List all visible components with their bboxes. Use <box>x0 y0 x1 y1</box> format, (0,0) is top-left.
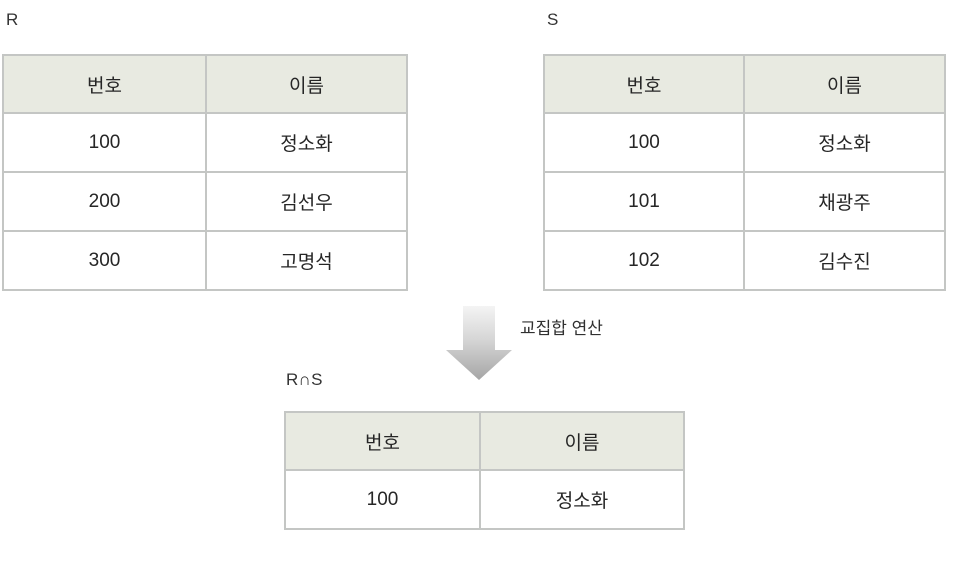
cell-name: 정소화 <box>479 469 685 530</box>
table-row: 300 고명석 <box>2 230 408 291</box>
cell-number: 101 <box>543 171 745 232</box>
relation-table-s: 번호 이름 100 정소화 101 채광주 102 김수진 <box>543 54 946 291</box>
cell-name: 채광주 <box>743 171 946 232</box>
relation-table-result: 번호 이름 100 정소화 <box>284 411 685 530</box>
relation-label-r: R <box>6 10 19 29</box>
cell-name: 고명석 <box>205 230 408 291</box>
cell-number: 100 <box>543 112 745 173</box>
table-header-row: 번호 이름 <box>2 54 408 114</box>
cell-number: 102 <box>543 230 745 291</box>
column-header-number: 번호 <box>2 54 207 114</box>
table-row: 102 김수진 <box>543 230 946 291</box>
table-row: 200 김선우 <box>2 171 408 232</box>
cell-name: 정소화 <box>205 112 408 173</box>
column-header-name: 이름 <box>743 54 946 114</box>
cell-number: 100 <box>284 469 481 530</box>
cell-number: 300 <box>2 230 207 291</box>
relation-label-result: R∩S <box>286 370 323 389</box>
column-header-name: 이름 <box>205 54 408 114</box>
table-row: 100 정소화 <box>2 112 408 173</box>
cell-number: 200 <box>2 171 207 232</box>
column-header-number: 번호 <box>543 54 745 114</box>
column-header-name: 이름 <box>479 411 685 471</box>
table-row: 100 정소화 <box>543 112 946 173</box>
relation-label-s: S <box>547 10 559 29</box>
table-row: 101 채광주 <box>543 171 946 232</box>
table-header-row: 번호 이름 <box>543 54 946 114</box>
column-header-number: 번호 <box>284 411 481 471</box>
table-header-row: 번호 이름 <box>284 411 685 471</box>
down-arrow-icon <box>446 306 512 380</box>
cell-number: 100 <box>2 112 207 173</box>
relation-table-r: 번호 이름 100 정소화 200 김선우 300 고명석 <box>2 54 408 291</box>
cell-name: 김수진 <box>743 230 946 291</box>
cell-name: 정소화 <box>743 112 946 173</box>
table-row: 100 정소화 <box>284 469 685 530</box>
cell-name: 김선우 <box>205 171 408 232</box>
operation-label: 교집합 연산 <box>520 319 603 338</box>
